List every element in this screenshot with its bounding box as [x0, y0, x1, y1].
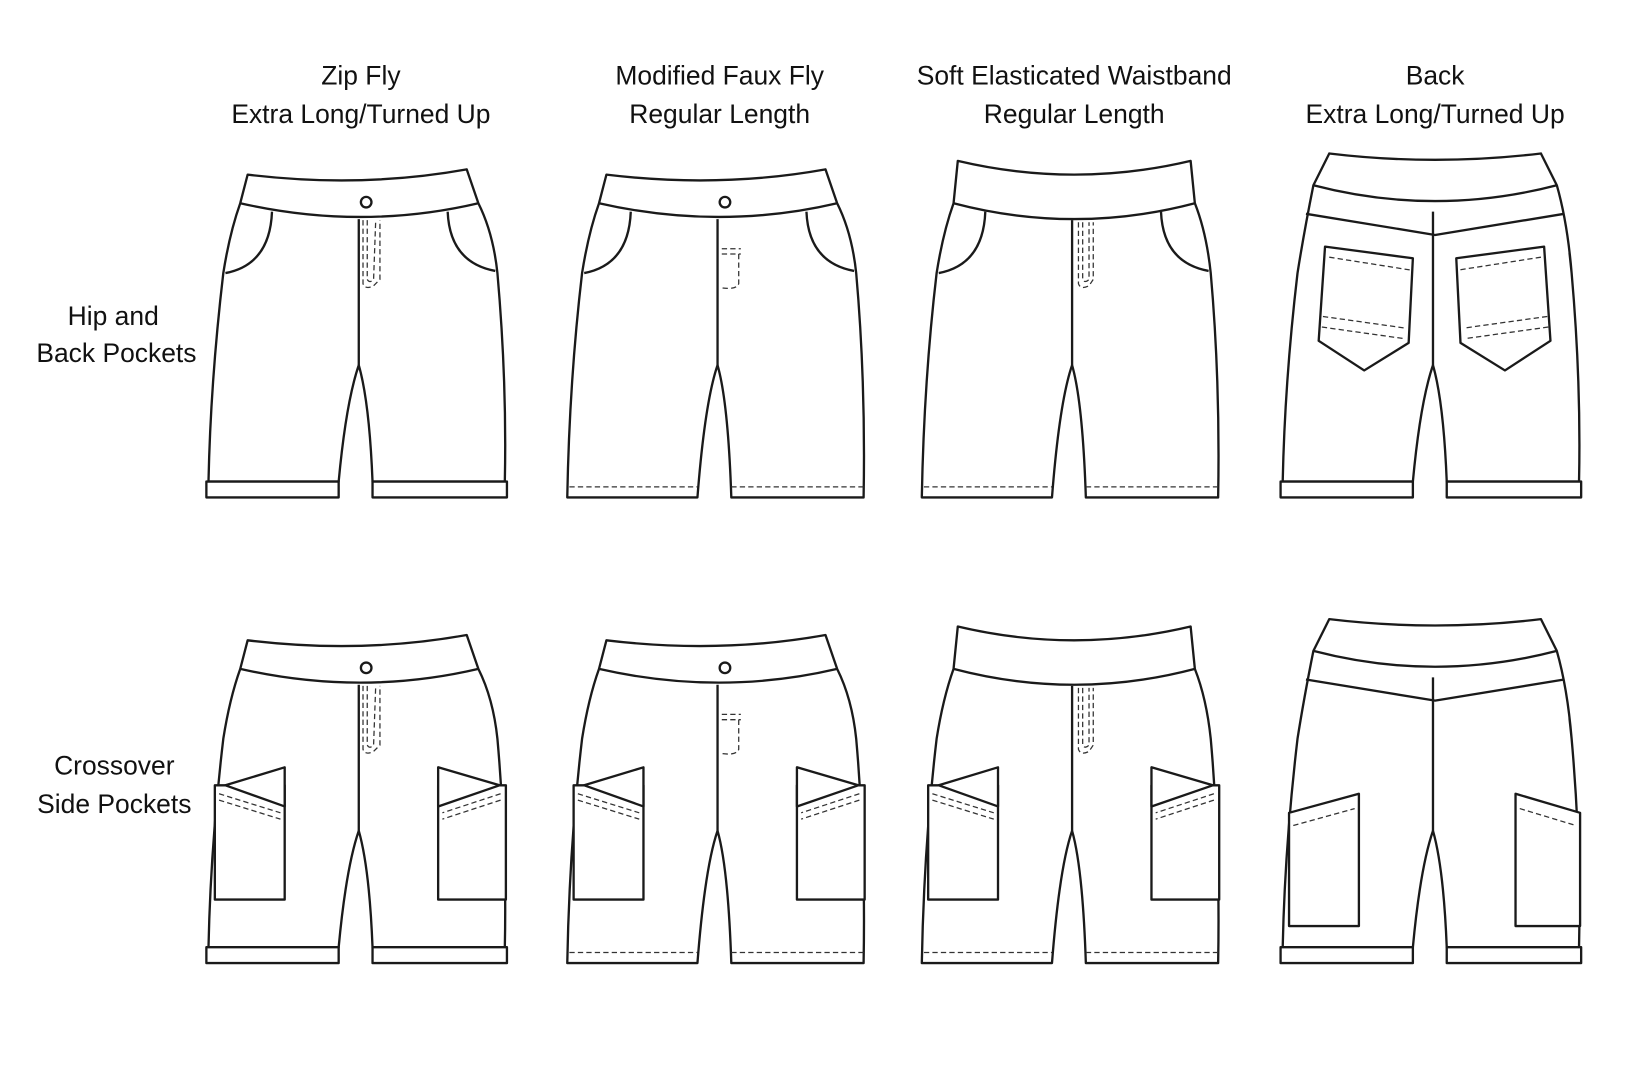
right-pocket-stitching	[442, 793, 501, 820]
right-cuff	[1445, 480, 1583, 499]
column-subtitle-back: Extra Long/Turned Up	[1306, 99, 1565, 129]
shorts-hip-pockets-elastic	[920, 159, 1220, 499]
right-back-pocket-stitching	[1459, 256, 1549, 340]
left-pocket-stitching	[1293, 807, 1355, 827]
zip-fly-stitching	[362, 685, 381, 754]
right-cuff	[1445, 946, 1583, 965]
shorts-outline	[207, 168, 507, 483]
right-pocket-stitching	[800, 793, 860, 820]
left-side-pocket	[1287, 792, 1361, 928]
right-cuff	[371, 946, 509, 965]
fly-stitching-inner	[1082, 222, 1090, 283]
shorts-hip-pockets-zip	[205, 168, 509, 499]
left-cuff	[205, 946, 340, 965]
waistband-seam	[1313, 184, 1558, 203]
left-hip-pocket	[583, 211, 632, 275]
shorts-drawings	[205, 152, 1583, 965]
right-pocket-flap	[436, 766, 501, 808]
right-cuff	[371, 480, 509, 499]
button-icon	[718, 195, 732, 209]
row-label-hip-pockets-2: Back Pockets	[36, 338, 196, 368]
back-yoke-seam	[1305, 212, 1565, 237]
shorts-outline	[920, 159, 1220, 499]
column-title-zip-fly: Zip Fly	[321, 61, 401, 91]
right-pocket-stitching	[1155, 793, 1215, 820]
row-label-crossover: Crossover	[54, 751, 175, 781]
waistband-seam	[239, 667, 479, 684]
waistband-seam	[1313, 649, 1558, 668]
shorts-hip-pockets-back	[1279, 152, 1583, 499]
right-side-pocket	[1514, 792, 1582, 928]
zip-fly-stitching-inner	[366, 220, 377, 283]
faux-fly-bartack	[721, 713, 741, 721]
button-icon	[718, 661, 732, 675]
left-pocket-flap	[224, 766, 286, 808]
right-hip-pocket	[805, 211, 855, 273]
row-label-hip-pockets: Hip and	[68, 301, 159, 331]
zip-fly-stitching	[362, 220, 381, 289]
right-pocket-stitching	[1519, 807, 1577, 827]
left-hip-pocket	[938, 211, 987, 275]
waistband-seam	[239, 202, 479, 219]
button-icon	[359, 195, 373, 209]
waistband-seam	[598, 667, 838, 684]
column-headers: Zip Fly Extra Long/Turned Up Modified Fa…	[231, 61, 1564, 129]
column-title-elastic-waist: Soft Elasticated Waistband	[917, 61, 1232, 91]
right-pocket-flap	[795, 766, 860, 808]
left-pocket-stitching	[218, 793, 281, 820]
waistband-seam	[598, 202, 838, 219]
left-back-pocket-stitching	[1321, 256, 1410, 340]
right-side-pocket	[436, 784, 508, 901]
row-label-crossover-2: Side Pockets	[37, 789, 191, 819]
row-labels: Hip and Back Pockets Crossover Side Pock…	[36, 301, 196, 819]
column-subtitle-elastic-waist: Regular Length	[984, 99, 1165, 129]
column-title-back: Back	[1406, 61, 1466, 91]
fly-stitching	[1077, 687, 1094, 754]
back-yoke-seam	[1305, 678, 1565, 702]
left-hip-pocket	[225, 211, 274, 275]
left-pocket-stitching	[577, 793, 640, 820]
waistband-seam	[953, 202, 1196, 221]
faux-fly-stitching	[721, 254, 740, 290]
shorts-outline	[566, 168, 866, 499]
shorts-crossover-pockets-faux	[566, 633, 866, 965]
waistband-seam	[953, 667, 1196, 686]
left-cuff	[1279, 480, 1415, 499]
shorts-hip-pockets-faux	[566, 168, 866, 499]
left-cuff	[205, 480, 340, 499]
button-icon	[359, 661, 373, 675]
faux-fly-stitching	[721, 719, 740, 755]
left-pocket-flap	[937, 766, 1000, 808]
shorts-crossover-pockets-back	[1279, 617, 1583, 965]
left-cuff	[1279, 946, 1415, 965]
left-pocket-stitching	[932, 793, 994, 820]
right-hip-pocket	[446, 211, 496, 273]
right-back-pocket	[1455, 245, 1552, 372]
left-back-pocket	[1317, 245, 1415, 372]
left-side-pocket	[213, 784, 286, 901]
right-side-pocket	[795, 784, 866, 901]
shorts-crossover-pockets-zip	[205, 633, 509, 965]
left-pocket-flap	[583, 766, 645, 808]
column-title-faux-fly: Modified Faux Fly	[615, 61, 824, 91]
shorts-crossover-pockets-elastic	[920, 625, 1221, 965]
fly-stitching-inner	[1082, 687, 1090, 748]
zip-fly-stitching-inner	[366, 685, 377, 748]
faux-fly-bartack	[721, 248, 741, 255]
column-subtitle-zip-fly: Extra Long/Turned Up	[231, 99, 490, 129]
left-side-pocket	[926, 784, 1000, 901]
column-subtitle-faux-fly: Regular Length	[629, 99, 810, 129]
right-pocket-flap	[1150, 766, 1215, 808]
right-hip-pocket	[1159, 211, 1209, 273]
fly-stitching	[1077, 222, 1094, 289]
